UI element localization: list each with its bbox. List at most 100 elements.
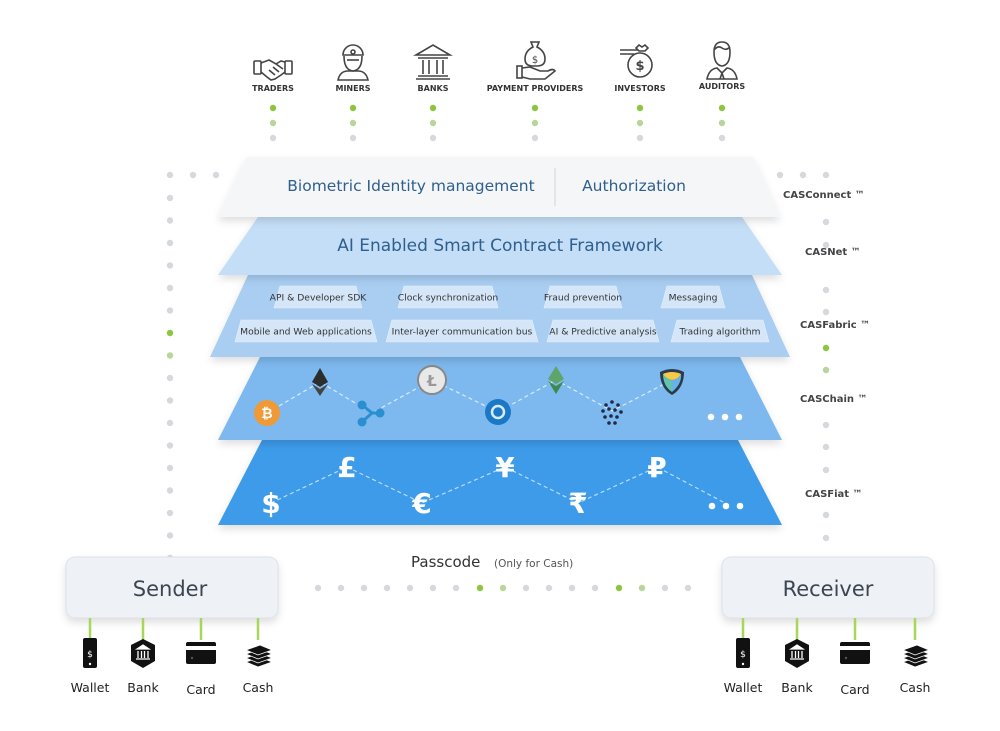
connector-dot	[636, 119, 644, 127]
flow-connector-dots	[166, 171, 830, 592]
connector-dot	[822, 308, 830, 316]
connector-dot	[189, 171, 197, 179]
stakeholder-miners[interactable]: MINERS	[335, 44, 371, 93]
coin-connector-line	[266, 379, 673, 414]
payment-method-label: Wallet	[71, 680, 110, 695]
stakeholder-investors[interactable]: $ INVESTORS	[614, 43, 666, 93]
receiver-method-bank[interactable]: Bank	[781, 618, 813, 695]
receiver-box[interactable]	[721, 556, 935, 619]
connector-dot	[822, 286, 830, 294]
layer-caschain-shape	[218, 357, 782, 440]
stakeholder-traders[interactable]: TRADERS	[252, 59, 294, 93]
connector-dot	[429, 584, 437, 592]
layer-names: CASConnect ™ CASNet ™ CASFabric ™ CASCha…	[783, 190, 870, 500]
connector-dot	[776, 171, 784, 179]
fabric-service-pill: Mobile and Web applications	[234, 319, 378, 343]
fabric-service-pill: Clock synchronization	[397, 285, 499, 309]
receiver-method-card[interactable]: Card	[840, 618, 870, 697]
connector-dot	[212, 171, 220, 179]
sender-title: Sender	[133, 577, 208, 601]
fabric-service-label: AI & Predictive analysis	[549, 327, 657, 338]
payment-method-label: Bank	[127, 680, 159, 695]
receiver-method-wallet[interactable]: $Wallet	[724, 618, 763, 695]
stakeholder-auditors[interactable]: AUDITORS	[699, 41, 745, 91]
connector-dot	[166, 194, 174, 202]
fabric-service-label: Messaging	[669, 293, 718, 304]
card-icon	[186, 642, 216, 664]
connector-dot	[166, 509, 174, 517]
miner-icon	[337, 44, 369, 81]
connector-dot	[349, 134, 357, 142]
sender-box[interactable]	[65, 556, 279, 619]
payment-method-label: Bank	[781, 680, 813, 695]
sender-method-card[interactable]: Card	[186, 618, 216, 697]
iota-icon	[601, 400, 623, 425]
fabric-service-label: Clock synchronization	[398, 293, 499, 304]
dollar-symbol: $	[261, 487, 280, 520]
payment-method-label: Cash	[243, 680, 274, 695]
layer-casfiat[interactable]: $ £ € ¥ ₹ ₽	[218, 440, 782, 525]
sender-method-cash[interactable]: Cash	[243, 618, 274, 695]
sender-method-wallet[interactable]: $ Wallet	[71, 618, 110, 695]
pill-shape	[670, 319, 770, 343]
connector-dot	[406, 584, 414, 592]
connector-dot	[166, 464, 174, 472]
more-coins-ellipsis	[707, 413, 743, 421]
wallet-icon: $	[83, 638, 97, 668]
rupee-symbol: ₹	[568, 487, 587, 520]
svg-text:$: $	[635, 59, 644, 74]
payment-method-label: Wallet	[724, 680, 763, 695]
casconnect-label: CASConnect ™	[783, 190, 865, 201]
fabric-service-label: Mobile and Web applications	[240, 327, 372, 338]
connector-dot	[661, 584, 669, 592]
layer-casconnect-shape	[218, 157, 780, 217]
connector-dot	[166, 419, 174, 427]
fabric-service-label: Trading algorithm	[679, 327, 761, 338]
layer-casconnect[interactable]: Biometric Identity management Authorizat…	[218, 157, 780, 217]
stakeholder-banks[interactable]: BANKS	[413, 44, 453, 93]
pound-symbol: £	[337, 451, 356, 484]
payment-method-label: Card	[840, 682, 869, 697]
casfiat-label: CASFiat ™	[805, 489, 863, 500]
connector-dot	[822, 443, 830, 451]
connector-dot	[166, 307, 174, 314]
connector-dot	[591, 584, 599, 592]
connector-dot	[822, 421, 830, 429]
connector-dot	[638, 584, 646, 592]
bank-icon	[131, 639, 155, 668]
investor-coin-icon: $	[620, 43, 653, 78]
receiver-method-cash[interactable]: Cash	[900, 618, 931, 695]
fabric-service-pill: Fraud prevention	[543, 285, 623, 309]
pill-shape	[397, 285, 499, 309]
cash-icon	[244, 644, 274, 668]
stakeholder-label: BANKS	[418, 84, 449, 93]
svg-text:Ł: Ł	[426, 372, 437, 390]
stakeholder-payment-providers[interactable]: $ PAYMENT PROVIDERS	[487, 41, 584, 93]
euro-symbol: €	[411, 487, 431, 520]
connector-dot	[718, 104, 726, 112]
connector-dot	[452, 584, 460, 592]
layer-caschain[interactable]: ₿ Ł	[218, 357, 782, 440]
pill-shape	[273, 285, 363, 309]
caschain-label: CASChain ™	[800, 394, 868, 405]
connector-dot	[360, 584, 368, 592]
connector-dot	[822, 344, 830, 352]
stakeholder-connector-dots	[269, 104, 726, 142]
sender-method-bank[interactable]: Bank	[127, 618, 159, 695]
pill-shape	[234, 319, 378, 343]
layer-casnet[interactable]: AI Enabled Smart Contract Framework	[218, 217, 782, 275]
payment-method-label: Cash	[900, 680, 931, 695]
connector-dot	[269, 104, 277, 112]
connector-dot	[383, 584, 391, 592]
ethereum-icon	[312, 368, 328, 396]
connector-dot	[166, 397, 174, 404]
connector-dot	[166, 284, 174, 292]
bank-icon	[785, 639, 809, 668]
connector-dot	[269, 119, 277, 127]
fabric-service-label: Fraud prevention	[544, 293, 622, 304]
